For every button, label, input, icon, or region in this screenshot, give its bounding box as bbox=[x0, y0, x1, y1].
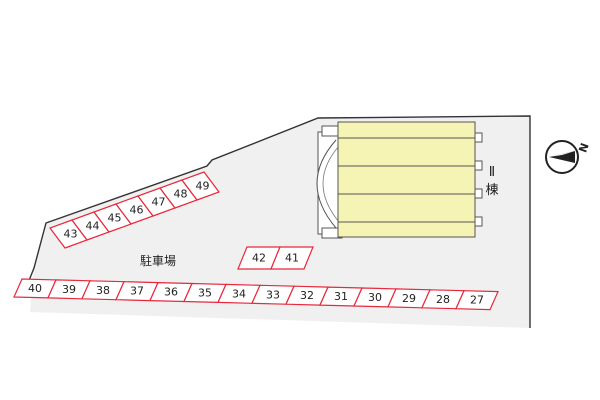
parking-stall-40: 40 bbox=[13, 278, 57, 299]
stall-number: 30 bbox=[368, 291, 382, 304]
building-curved-front bbox=[316, 139, 337, 229]
parking-stall-34: 34 bbox=[217, 283, 261, 304]
building-label-kanji: 棟 bbox=[485, 183, 498, 198]
parking-stall-32: 32 bbox=[285, 285, 329, 306]
stall-outline bbox=[270, 246, 314, 270]
stall-number: 38 bbox=[96, 284, 110, 297]
stall-number: 36 bbox=[164, 286, 178, 299]
compass-north-letter: N bbox=[576, 141, 591, 154]
stall-number: 29 bbox=[402, 292, 416, 305]
stall-number: 31 bbox=[334, 290, 348, 303]
stall-number: 48 bbox=[174, 188, 188, 201]
stall-number: 45 bbox=[108, 212, 122, 225]
site-boundary bbox=[27, 115, 531, 328]
stall-number: 41 bbox=[285, 252, 299, 265]
parking-stall-41: 41 bbox=[270, 246, 314, 270]
stall-number: 27 bbox=[470, 294, 484, 307]
north-arrow-icon bbox=[549, 151, 575, 163]
stall-number: 42 bbox=[252, 252, 266, 265]
parking-stall-45: 45 bbox=[93, 203, 132, 233]
stall-number: 37 bbox=[130, 285, 144, 298]
stall-outline bbox=[455, 290, 499, 311]
stall-number: 44 bbox=[86, 220, 100, 233]
stall-number: 46 bbox=[130, 204, 144, 217]
stall-number: 40 bbox=[28, 282, 42, 295]
stall-number: 47 bbox=[152, 196, 166, 209]
stall-number: 33 bbox=[266, 288, 280, 301]
stall-number: 34 bbox=[232, 287, 246, 300]
stall-number: 35 bbox=[198, 286, 212, 299]
parking-row-bottom: 40 39 38 37 36 35 34 33 32 31 30 29 28 27 bbox=[13, 278, 499, 311]
stall-number: 28 bbox=[436, 293, 450, 306]
stall-number: 49 bbox=[196, 180, 210, 193]
parking-stall-39: 39 bbox=[47, 279, 91, 300]
parking-stall-33: 33 bbox=[251, 284, 295, 305]
building-label-numeral: Ⅱ bbox=[489, 165, 495, 180]
parking-row-upper: 43 44 45 46 47 48 49 bbox=[49, 171, 220, 249]
stall-number: 32 bbox=[300, 289, 314, 302]
building-body bbox=[337, 121, 476, 238]
parking-lot-label: 駐車場 bbox=[140, 253, 176, 268]
parking-stall-49: 49 bbox=[181, 171, 220, 201]
parking-stall-37: 37 bbox=[115, 281, 159, 302]
stall-number: 43 bbox=[64, 228, 78, 241]
parking-row-middle: 42 41 bbox=[237, 246, 314, 270]
compass: N bbox=[545, 140, 592, 174]
stall-number: 39 bbox=[62, 283, 76, 296]
parking-stall-27: 27 bbox=[455, 290, 499, 311]
building-2: Ⅱ 棟 bbox=[316, 121, 499, 239]
stall-outline bbox=[181, 171, 220, 201]
